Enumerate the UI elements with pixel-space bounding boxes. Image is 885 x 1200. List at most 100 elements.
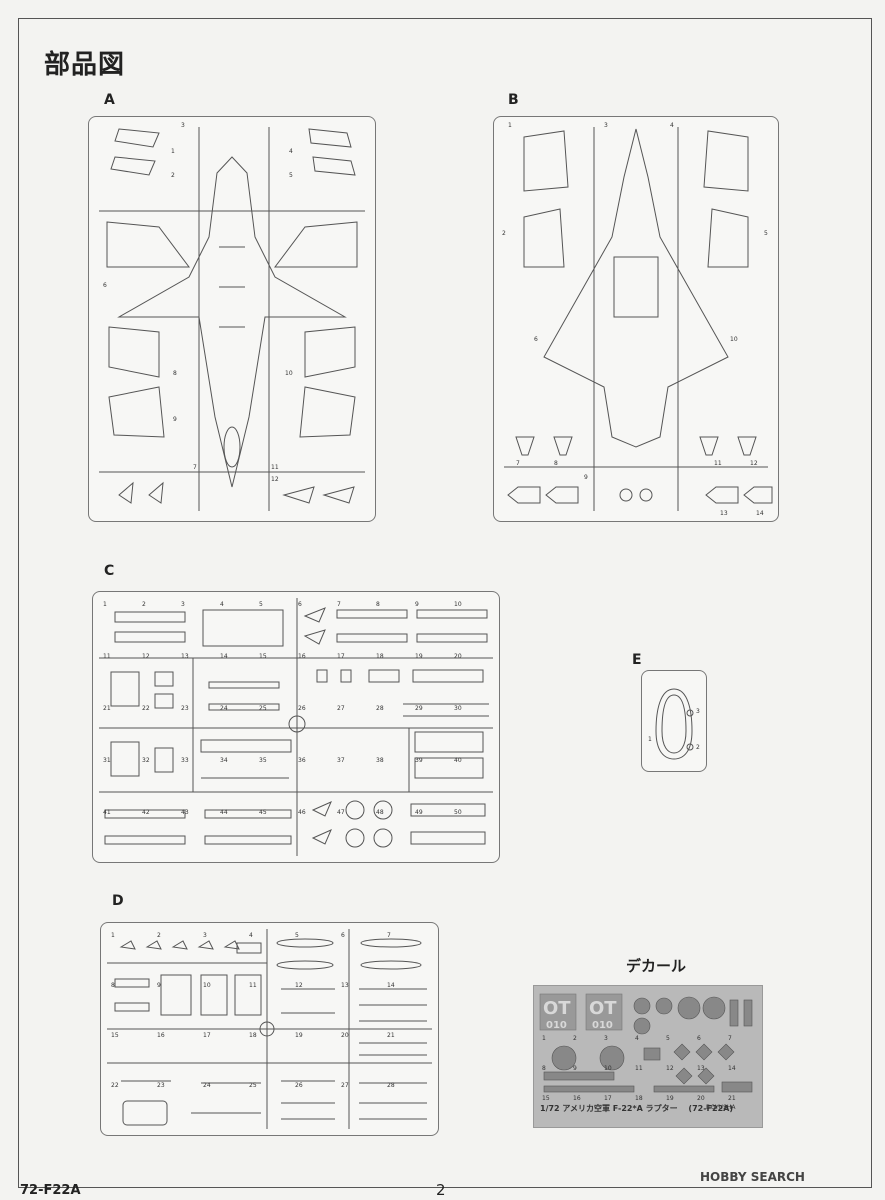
part-number-d8: 8 (111, 982, 115, 989)
part-number-d16: 16 (157, 1032, 165, 1039)
part-number-b11: 11 (714, 460, 722, 467)
part-number-b2: 2 (502, 230, 506, 237)
decal-number19: 19 (666, 1095, 674, 1102)
part-number-c26: 26 (298, 705, 306, 712)
watermark: HOBBY SEARCH (700, 1170, 805, 1184)
sprue-e: 1 2 3 (641, 670, 707, 772)
part-number-c43: 43 (181, 809, 189, 816)
part-number-b13: 13 (720, 510, 728, 517)
part-number-a8: 8 (173, 370, 177, 377)
sprue-a: 1 2 3 4 5 6 7 8 9 10 11 12 (88, 116, 376, 522)
page-number: 2 (436, 1181, 446, 1199)
part-number-c39: 39 (415, 757, 423, 764)
decal-tail-code-1: OT (543, 998, 571, 1019)
part-number-c16: 16 (298, 653, 306, 660)
part-number-c37: 37 (337, 757, 345, 764)
part-number-d4: 4 (249, 932, 253, 939)
part-number-c49: 49 (415, 809, 423, 816)
part-number-a10: 10 (285, 370, 293, 377)
product-code: 72-F22A (20, 1183, 81, 1198)
decal-number16: 16 (573, 1095, 581, 1102)
part-number-d17: 17 (203, 1032, 211, 1039)
part-number-c1: 1 (103, 601, 107, 608)
part-number-c29: 29 (415, 705, 423, 712)
part-number-e1: 1 (648, 736, 652, 743)
part-number-c27: 27 (337, 705, 345, 712)
part-number-c13: 13 (181, 653, 189, 660)
part-number-c2: 2 (142, 601, 146, 608)
part-number-c21: 21 (103, 705, 111, 712)
part-number-d25: 25 (249, 1082, 257, 1089)
part-number-c5: 5 (259, 601, 263, 608)
part-number-d24: 24 (203, 1082, 211, 1089)
part-number-a6: 6 (103, 282, 107, 289)
part-number-b4: 4 (670, 122, 674, 129)
part-number-c38: 38 (376, 757, 384, 764)
part-number-c28: 28 (376, 705, 384, 712)
part-number-d26: 26 (295, 1082, 303, 1089)
sprue-a-label: A (104, 92, 115, 108)
sprue-d-label: D (112, 893, 124, 909)
part-number-c40: 40 (454, 757, 462, 764)
part-number-d23: 23 (157, 1082, 165, 1089)
decal-caption-code: (72-F22A) (688, 1104, 733, 1113)
part-number-d6: 6 (341, 932, 345, 939)
part-number-d19: 19 (295, 1032, 303, 1039)
part-number-c31: 31 (103, 757, 111, 764)
sprue-b-label: B (508, 92, 519, 108)
decal-number3: 3 (604, 1035, 608, 1042)
part-number-c30: 30 (454, 705, 462, 712)
part-number-c41: 41 (103, 809, 111, 816)
part-number-a7: 7 (193, 464, 197, 471)
decal-number10: 10 (604, 1065, 612, 1072)
part-number-c50: 50 (454, 809, 462, 816)
part-number-a12: 12 (271, 476, 279, 483)
sprue-e-drawing: 1 2 3 (648, 688, 700, 760)
part-number-e3: 3 (696, 708, 700, 715)
part-number-c46: 46 (298, 809, 306, 816)
part-number-c48: 48 (376, 809, 384, 816)
decal-number18: 18 (635, 1095, 643, 1102)
part-number-c22: 22 (142, 705, 150, 712)
part-number-b10: 10 (730, 336, 738, 343)
decal-number12: 12 (666, 1065, 674, 1072)
decal-brand: DOYUSHA (706, 1104, 736, 1111)
part-number-d27: 27 (341, 1082, 349, 1089)
part-number-d12: 12 (295, 982, 303, 989)
part-number-c34: 34 (220, 757, 228, 764)
decal-number14: 14 (728, 1065, 736, 1072)
decal-serial-1: 010 (546, 1020, 567, 1031)
sprue-b: 1 2 3 4 5 6 7 8 9 10 11 12 13 14 (493, 116, 779, 522)
decal-caption: 1/72 アメリカ空軍 F-22*A ラプター (72-F22A) (540, 1103, 741, 1114)
decal-number20: 20 (697, 1095, 705, 1102)
part-number-b8: 8 (554, 460, 558, 467)
part-number-c8: 8 (376, 601, 380, 608)
decal-number15: 15 (542, 1095, 550, 1102)
decal-number4: 4 (635, 1035, 639, 1042)
part-number-c7: 7 (337, 601, 341, 608)
part-number-d20: 20 (341, 1032, 349, 1039)
part-number-d2: 2 (157, 932, 161, 939)
part-number-a5: 5 (289, 172, 293, 179)
part-number-d18: 18 (249, 1032, 257, 1039)
decal-number5: 5 (666, 1035, 670, 1042)
decal-number6: 6 (697, 1035, 701, 1042)
part-number-d22: 22 (111, 1082, 119, 1089)
part-number-d15: 15 (111, 1032, 119, 1039)
decal-tail-code-2: OT (589, 998, 617, 1019)
part-number-c15: 15 (259, 653, 267, 660)
part-number-c9: 9 (415, 601, 419, 608)
part-number-a9: 9 (173, 416, 177, 423)
part-number-b6: 6 (534, 336, 538, 343)
part-number-d1: 1 (111, 932, 115, 939)
part-number-c20: 20 (454, 653, 462, 660)
part-number-d11: 11 (249, 982, 257, 989)
decal-number21: 21 (728, 1095, 736, 1102)
part-number-a2: 2 (171, 172, 175, 179)
decal-number13: 13 (697, 1065, 705, 1072)
part-number-a3: 3 (181, 122, 185, 129)
part-number-c36: 36 (298, 757, 306, 764)
